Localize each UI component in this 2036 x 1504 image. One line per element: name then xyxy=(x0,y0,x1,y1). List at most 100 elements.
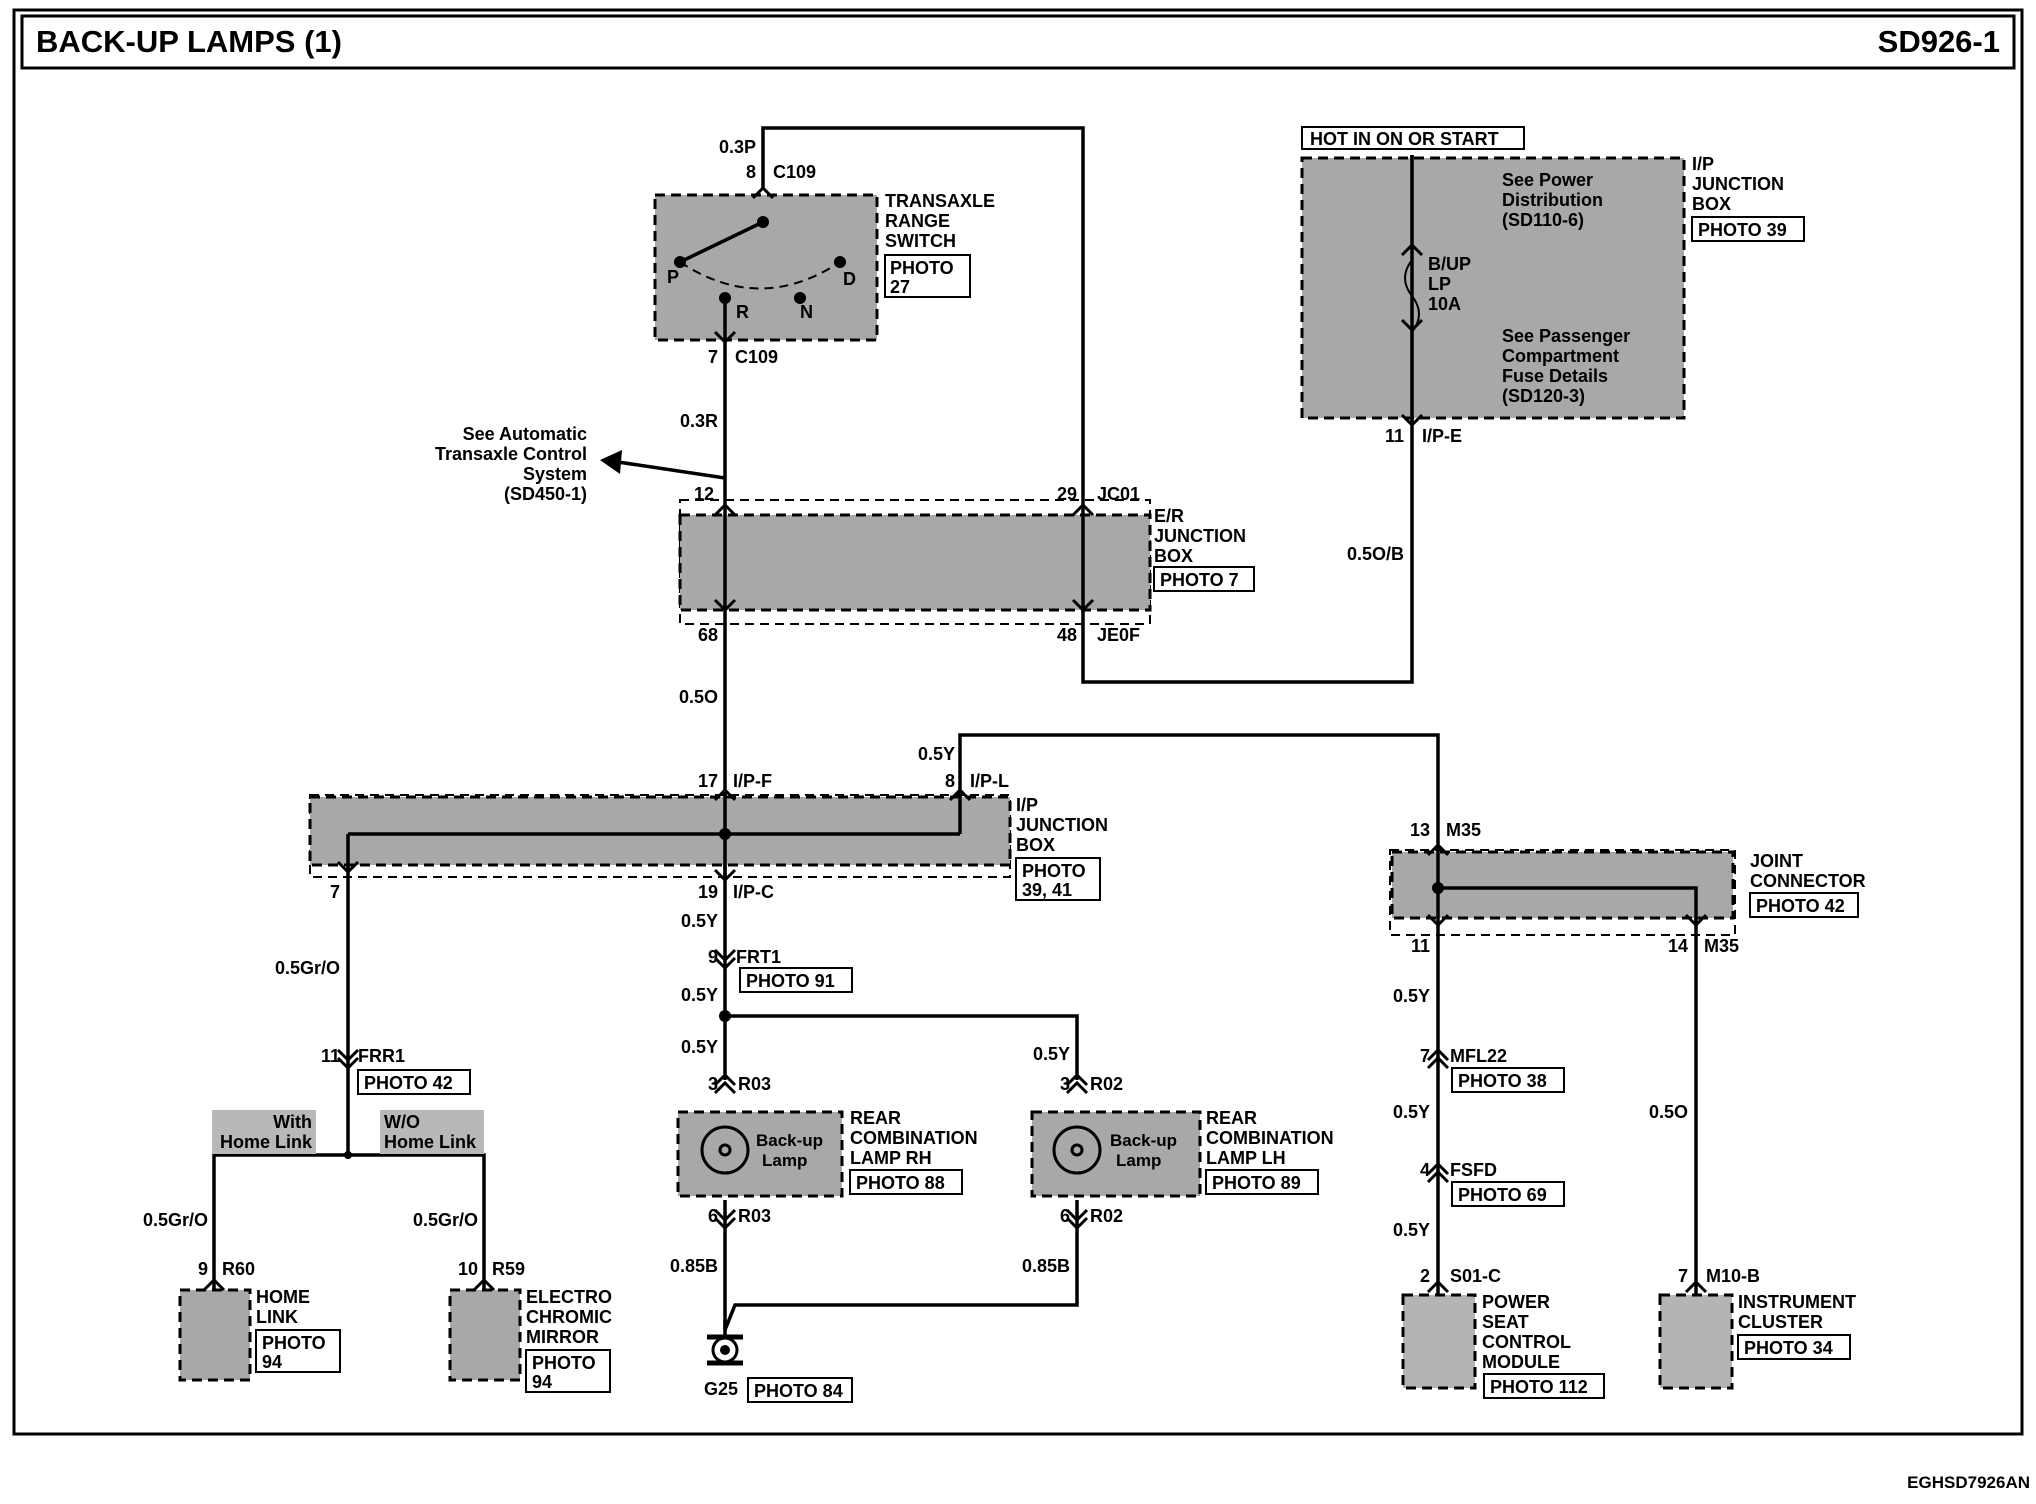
conn-c109-bot: C109 xyxy=(735,347,778,367)
svg-text:3: 3 xyxy=(708,1074,718,1094)
header-bar xyxy=(20,14,2016,70)
page-code: SD926-1 xyxy=(1878,24,2000,59)
er-junction-box: 12 29 JC01 68 48 JE0F E/R JUNCTION BOX P… xyxy=(678,484,1255,645)
pos-r-label: R xyxy=(736,302,749,322)
wire-05gro-c: 0.5Gr/O xyxy=(413,1210,478,1230)
svg-text:BOX: BOX xyxy=(1692,194,1731,214)
conn-m10b: M10-B xyxy=(1706,1266,1760,1286)
pin-17: 17 xyxy=(698,771,718,791)
svg-text:(SD120-3): (SD120-3) xyxy=(1502,386,1585,406)
hot-label: HOT IN ON OR START xyxy=(1310,129,1499,149)
svg-text:2: 2 xyxy=(1420,1266,1430,1286)
wire-03r: 0.3R xyxy=(680,411,718,431)
svg-text:With: With xyxy=(273,1112,312,1132)
center-column: 0.5Y 9 FRT1 PHOTO 91 0.5Y xyxy=(681,911,853,1005)
rear-lamp-rh: 0.5Y 3 R03 Back-up Lamp REAR COMBINATION… xyxy=(670,1037,978,1276)
conn-frt1: FRT1 xyxy=(736,947,781,967)
svg-text:(SD110-6): (SD110-6) xyxy=(1502,210,1584,230)
svg-text:PHOTO: PHOTO xyxy=(1022,861,1086,881)
conn-c109-top: C109 xyxy=(773,162,816,182)
ground-g25: G25 PHOTO 84 xyxy=(704,1334,853,1403)
joint-photo: PHOTO 42 xyxy=(1756,896,1845,916)
svg-text:COMBINATION: COMBINATION xyxy=(850,1128,978,1148)
power-seat-control-module: POWER SEAT CONTROL MODULE PHOTO 112 xyxy=(1401,1292,1605,1399)
wire-05gro-b: 0.5Gr/O xyxy=(143,1210,208,1230)
ground-photo: PHOTO 84 xyxy=(754,1381,843,1401)
svg-text:Transaxle Control: Transaxle Control xyxy=(435,444,587,464)
svg-text:Distribution: Distribution xyxy=(1502,190,1603,210)
wire-05y-c2: 0.5Y xyxy=(681,985,718,1005)
pin-8: 8 xyxy=(746,162,756,182)
conn-frr1: FRR1 xyxy=(358,1046,405,1066)
switch-photo-2: 27 xyxy=(890,277,910,297)
svg-text:10: 10 xyxy=(458,1259,478,1279)
svg-text:Back-up: Back-up xyxy=(756,1131,823,1150)
conn-ipe: I/P-E xyxy=(1422,426,1462,446)
svg-text:I/P: I/P xyxy=(1692,154,1714,174)
ip-top-photo: PHOTO 39 xyxy=(1698,220,1787,240)
ip-junction-box-top: HOT IN ON OR START See Power Distributio… xyxy=(1300,126,1805,564)
svg-text:ELECTRO: ELECTRO xyxy=(526,1287,612,1307)
frt1-photo: PHOTO 91 xyxy=(746,971,835,991)
ic-photo: PHOTO 34 xyxy=(1744,1338,1833,1358)
svg-text:(SD450-1): (SD450-1) xyxy=(504,484,587,504)
pin-48: 48 xyxy=(1057,625,1077,645)
svg-text:See Automatic: See Automatic xyxy=(463,424,587,444)
switch-name-3: SWITCH xyxy=(885,231,956,251)
home-link-module: 9 R60 HOME LINK PHOTO 94 xyxy=(178,1259,341,1382)
wire-05ob: 0.5O/B xyxy=(1347,544,1404,564)
svg-text:W/O: W/O xyxy=(384,1112,420,1132)
pin-11-m35: 11 xyxy=(1411,936,1430,956)
svg-text:CHROMIC: CHROMIC xyxy=(526,1307,612,1327)
pin-12: 12 xyxy=(694,484,714,504)
svg-text:I/P: I/P xyxy=(1016,795,1038,815)
svg-text:0.85B: 0.85B xyxy=(670,1256,718,1276)
conn-m35-top: M35 xyxy=(1446,820,1481,840)
svg-text:39, 41: 39, 41 xyxy=(1022,880,1072,900)
svg-text:JUNCTION: JUNCTION xyxy=(1016,815,1108,835)
svg-text:94: 94 xyxy=(532,1372,552,1392)
fsfd-photo: PHOTO 69 xyxy=(1458,1185,1547,1205)
svg-text:6: 6 xyxy=(708,1206,718,1226)
left-branch: 0.5Gr/O 11 FRR1 PHOTO 42 With Home Link … xyxy=(143,958,484,1230)
conn-jc01: JC01 xyxy=(1097,484,1140,504)
svg-text:Lamp: Lamp xyxy=(762,1151,807,1170)
wire-05o-b: 0.5O xyxy=(1649,1102,1688,1122)
svg-text:3: 3 xyxy=(1060,1074,1070,1094)
joint-connector: 13 M35 11 14 M35 JOINT CONNECTOR PHOTO 4… xyxy=(1389,820,1866,956)
conn-ipc: I/P-C xyxy=(733,882,774,902)
svg-text:See Power: See Power xyxy=(1502,170,1593,190)
frr1-photo: PHOTO 42 xyxy=(364,1073,453,1093)
wire-05y-ipl: 0.5Y xyxy=(918,744,955,764)
svg-text:SEAT: SEAT xyxy=(1482,1312,1529,1332)
pin-9-frt1: 9 xyxy=(708,947,718,967)
svg-text:0.5Y: 0.5Y xyxy=(1393,986,1430,1006)
rear-lamp-lh: 0.5Y 3 R02 Back-up Lamp REAR COMBINATION… xyxy=(1022,1044,1334,1276)
svg-text:CONNECTOR: CONNECTOR xyxy=(1750,871,1866,891)
svg-text:POWER: POWER xyxy=(1482,1292,1550,1312)
svg-text:9: 9 xyxy=(198,1259,208,1279)
svg-text:LAMP RH: LAMP RH xyxy=(850,1148,932,1168)
pin-13: 13 xyxy=(1410,820,1430,840)
pin-19: 19 xyxy=(698,882,718,902)
svg-text:PHOTO: PHOTO xyxy=(532,1353,596,1373)
svg-text:R02: R02 xyxy=(1090,1074,1123,1094)
pos-p-label: P xyxy=(667,267,679,287)
svg-text:INSTRUMENT: INSTRUMENT xyxy=(1738,1292,1856,1312)
svg-text:CLUSTER: CLUSTER xyxy=(1738,1312,1823,1332)
switch-name-1: TRANSAXLE xyxy=(885,191,995,211)
page-title: BACK-UP LAMPS (1) xyxy=(36,24,342,59)
ground-id: G25 xyxy=(704,1379,738,1399)
svg-text:LAMP LH: LAMP LH xyxy=(1206,1148,1286,1168)
electro-chromic-mirror: 10 R59 ELECTRO CHROMIC MIRROR PHOTO 94 xyxy=(448,1259,612,1393)
svg-text:See Passenger: See Passenger xyxy=(1502,326,1630,346)
connector-chevrons xyxy=(202,185,1708,1294)
conn-je0f: JE0F xyxy=(1097,625,1140,645)
svg-text:10A: 10A xyxy=(1428,294,1461,314)
svg-text:E/R: E/R xyxy=(1154,506,1184,526)
see-atcs-note: See Automatic Transaxle Control System (… xyxy=(435,424,587,504)
pin-29: 29 xyxy=(1057,484,1077,504)
conn-s01c: S01-C xyxy=(1450,1266,1501,1286)
svg-text:0.5Y: 0.5Y xyxy=(1033,1044,1070,1064)
